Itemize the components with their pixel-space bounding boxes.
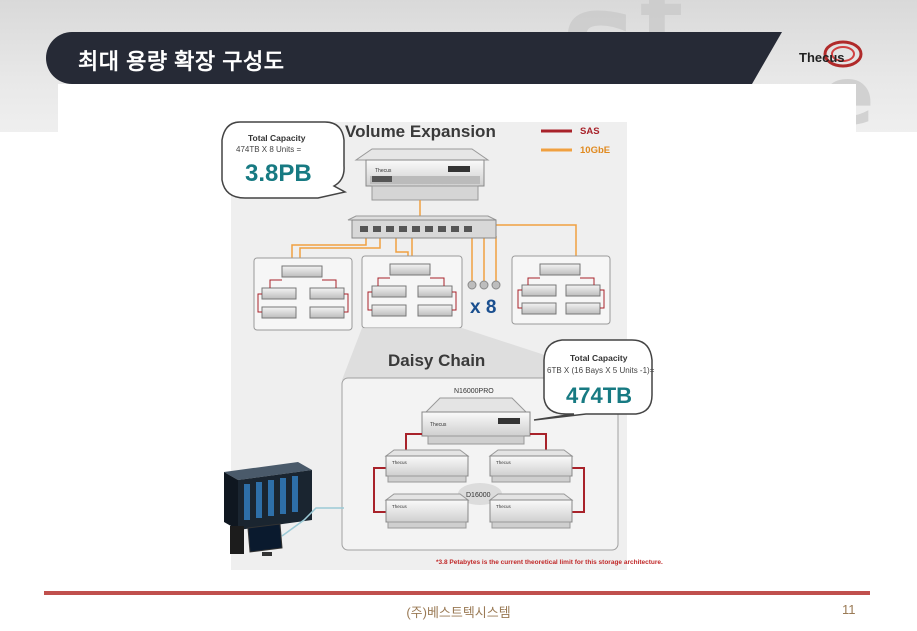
- slide-title: 최대 용량 확장 구성도: [78, 49, 285, 74]
- footer-company: (주)베스트텍시스템: [406, 605, 511, 620]
- daisy-head-server: Thecus: [421, 397, 531, 445]
- expansion-unit-1: Thecus: [384, 449, 470, 483]
- callout-top-formula: 474TB X 8 Units =: [236, 145, 301, 154]
- server-badge: Thecus: [496, 504, 512, 509]
- daisy-chain-title: Daisy Chain: [388, 351, 485, 370]
- server-badge: Thecus: [496, 460, 512, 465]
- expansion-unit-2: Thecus: [488, 449, 574, 483]
- additional-units-indicator: x 8: [467, 280, 501, 318]
- sas-links: [373, 433, 585, 513]
- legend-label-sas: SAS: [580, 126, 600, 137]
- callout-bottom-value: 474TB: [566, 383, 632, 408]
- cluster-group-2: [361, 255, 463, 329]
- multiplier-label: x 8: [470, 297, 496, 318]
- server-badge: Thecus: [392, 504, 408, 509]
- server-rack-icon: [224, 462, 312, 530]
- volume-expansion-title: Volume Expansion: [345, 122, 496, 141]
- callout-bottom-formula: 6TB X (16 Bays X 5 Units -1)=: [547, 366, 655, 375]
- expansion-unit-label: D16000: [466, 492, 491, 499]
- title-bar: [46, 32, 782, 84]
- callout-top: Total Capacity 474TB X 8 Units = 3.8PB: [221, 121, 348, 199]
- server-badge: Thecus: [392, 460, 408, 465]
- callout-top-heading: Total Capacity: [248, 133, 306, 143]
- callout-bottom-heading: Total Capacity: [570, 353, 628, 363]
- cluster-group-1: [253, 257, 353, 331]
- logo-text: Thecus: [799, 50, 845, 65]
- server-badge: Thecus: [375, 168, 392, 174]
- callout-bottom: Total Capacity 6TB X (16 Bays X 5 Units …: [533, 339, 655, 421]
- head-unit-label: N16000PRO: [454, 388, 494, 395]
- workstation-icon: [230, 507, 344, 556]
- thecus-logo: Thecus: [799, 40, 863, 68]
- callout-top-value: 3.8PB: [245, 160, 312, 187]
- server-badge: Thecus: [430, 422, 447, 428]
- expansion-unit-4: Thecus: [488, 493, 574, 529]
- expansion-unit-3: Thecus: [384, 493, 470, 529]
- legend: SAS 10GbE: [541, 126, 610, 156]
- page-number: 11: [842, 602, 856, 617]
- cluster-group-3: [511, 255, 611, 325]
- footer-divider: [44, 591, 870, 595]
- 10gbe-links: [291, 200, 577, 282]
- network-switch: [347, 215, 497, 239]
- head-unit-server: Thecus: [354, 148, 490, 201]
- legend-label-10gbe: 10GbE: [580, 145, 610, 156]
- diagram-footnote: *3.8 Petabytes is the current theoretica…: [436, 559, 663, 566]
